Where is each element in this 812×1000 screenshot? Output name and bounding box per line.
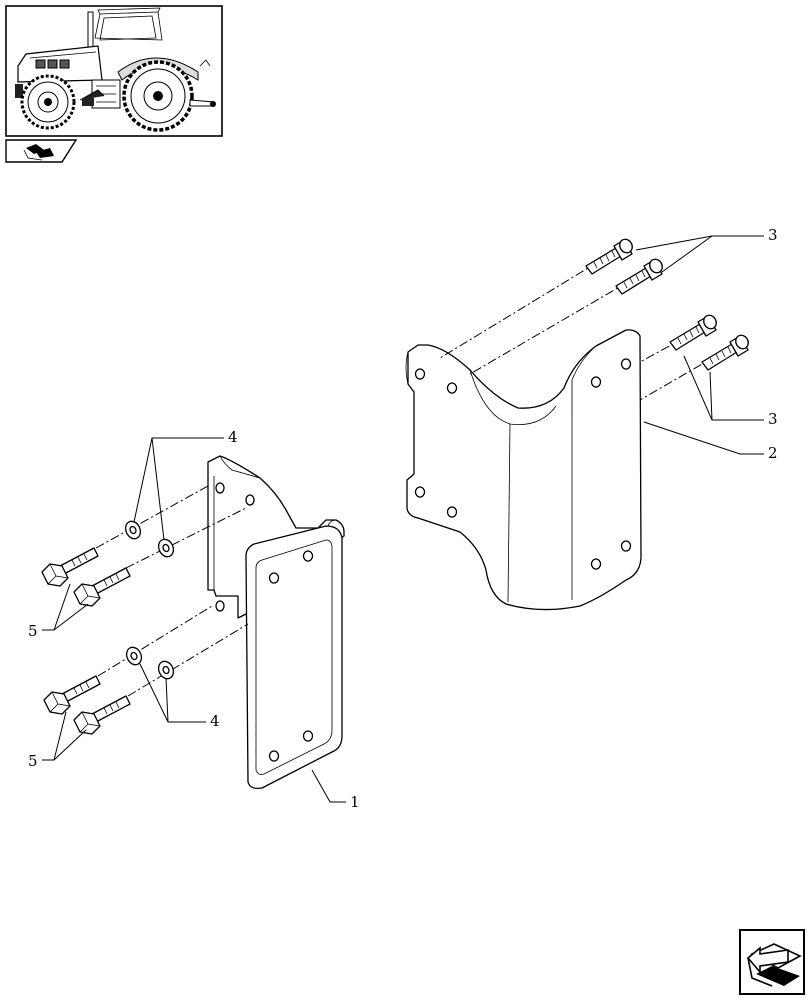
washer-4a (124, 520, 142, 540)
callout-2: 2 (768, 444, 778, 462)
part-1-plate-assembly (207, 455, 345, 790)
hex-bolt-5b (73, 567, 131, 607)
next-page-button[interactable] (739, 929, 805, 995)
hex-bolt-5d (73, 695, 131, 735)
callout-5-bottom: 5 (28, 752, 38, 770)
section-tab-icon (23, 144, 54, 161)
washer-4b (157, 538, 175, 558)
hex-bolt-5a (41, 547, 99, 587)
bracket-holes (414, 358, 632, 570)
flange-bolt-3b (615, 258, 663, 295)
hex-bolt-5c (43, 675, 101, 715)
flange-bolt-3c (669, 314, 717, 351)
callout-4-bottom: 4 (210, 712, 220, 730)
washer-4d (157, 660, 175, 680)
leader-lines (42, 235, 764, 803)
tractor-icon (15, 7, 216, 132)
callout-4-top: 4 (228, 428, 238, 446)
part-2-bracket (405, 329, 642, 611)
callout-5-top: 5 (28, 622, 38, 640)
next-page-arrow-icon (746, 943, 802, 987)
callout-3-bottom: 3 (768, 410, 778, 428)
callout-3-top: 3 (768, 226, 778, 244)
flange-bolt-3d (701, 334, 749, 371)
callout-1: 1 (350, 793, 360, 811)
tractor-thumbnail[interactable] (5, 5, 223, 137)
section-tab[interactable] (5, 139, 78, 163)
flange-bolt-3a (585, 238, 633, 275)
washer-4c (125, 646, 143, 666)
